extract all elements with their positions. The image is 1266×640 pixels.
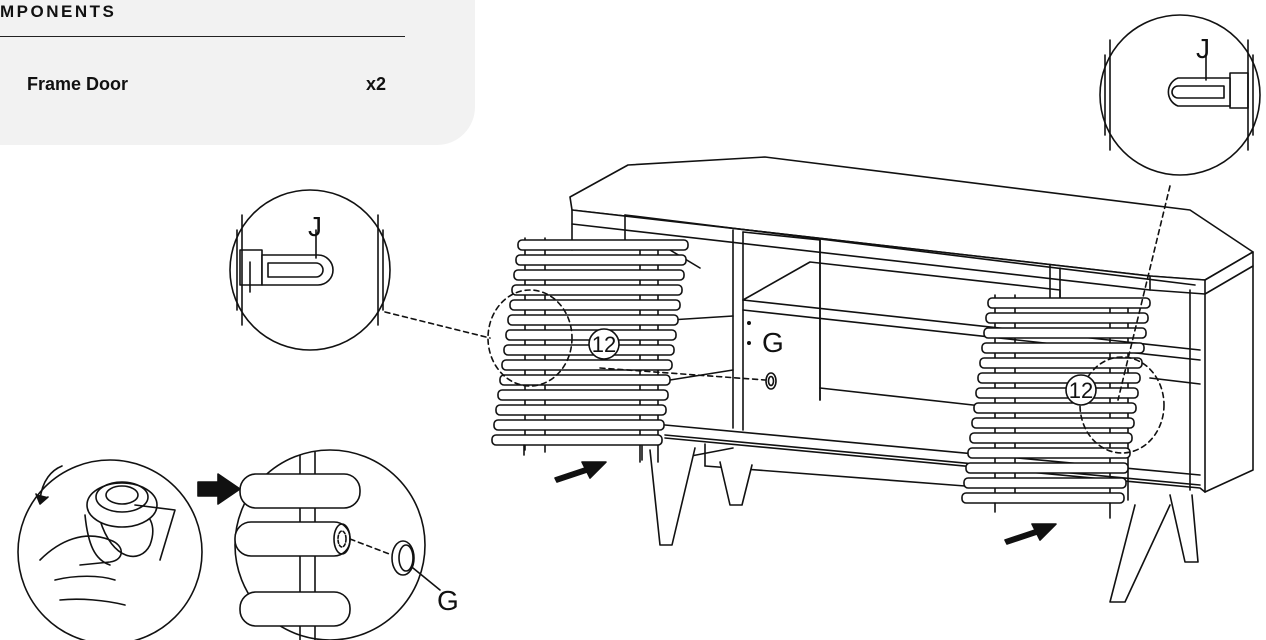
- step-marker-right: [1065, 374, 1097, 406]
- detail-circle-pin-j-left: [229, 189, 391, 351]
- label-part-g-detail: G: [437, 585, 459, 616]
- push-arrow-right-door-icon: [1004, 523, 1057, 545]
- detail-circle-hand-press: [17, 459, 203, 640]
- hinge-highlight-right: [1079, 356, 1165, 454]
- label-part-j-left: J: [308, 211, 322, 242]
- component-name: Frame Door: [27, 74, 129, 94]
- step-number-left: 12: [592, 332, 616, 357]
- components-title: MPONENTS: [0, 2, 117, 21]
- label-part-g-cabinet: G: [762, 327, 784, 358]
- frame-door-left: [491, 237, 689, 463]
- step-marker-left: [588, 328, 620, 360]
- detail-circle-pin-j-right: [1099, 14, 1261, 176]
- components-divider: [0, 36, 405, 37]
- detail-circle-peg-g: [234, 449, 441, 640]
- frame-door-right: [961, 294, 1151, 519]
- next-step-arrow-icon: [197, 473, 241, 505]
- label-part-j-right: J: [1196, 33, 1210, 64]
- hinge-highlight-left: [487, 289, 573, 387]
- components-panel: MPONENTS Frame Door x2: [0, 0, 475, 145]
- push-arrow-left-door-icon: [554, 461, 607, 483]
- step-number-right: 12: [1069, 378, 1093, 403]
- component-qty: x2: [366, 74, 387, 94]
- tv-stand-cabinet: [569, 156, 1254, 603]
